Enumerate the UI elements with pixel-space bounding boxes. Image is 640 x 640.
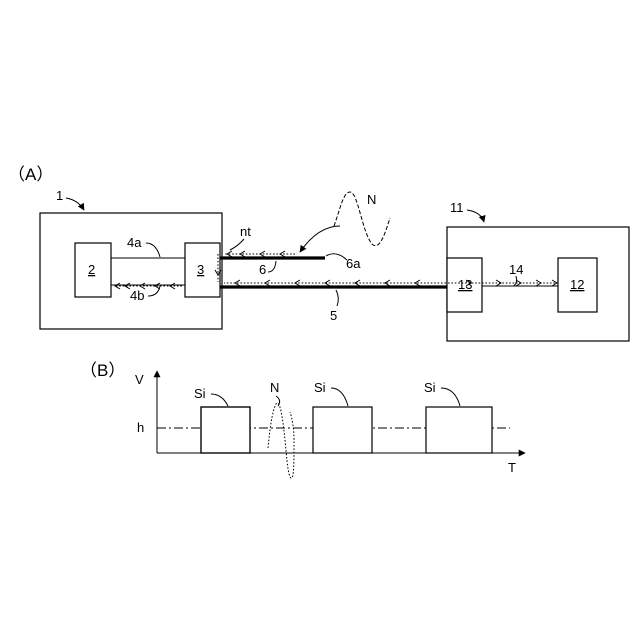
wire-6-label: 6 bbox=[259, 262, 266, 277]
pulse-1 bbox=[201, 407, 250, 453]
wire-4b-label: 4b bbox=[130, 288, 144, 303]
block-12-label: 12 bbox=[570, 277, 584, 292]
wire-4a-label: 4a bbox=[127, 235, 142, 250]
noise-label-b: N bbox=[270, 380, 279, 395]
pulse-1-leader bbox=[211, 394, 228, 406]
device-11-label: 11 bbox=[450, 200, 464, 215]
pulse-2-label: Si bbox=[314, 380, 326, 395]
panel-a-label: （A） bbox=[8, 165, 53, 184]
pulse-3-leader bbox=[441, 388, 460, 406]
block-13-label: 13 bbox=[458, 277, 472, 292]
pulse-3 bbox=[426, 407, 492, 453]
threshold-label: h bbox=[137, 420, 144, 435]
device-1-leader bbox=[66, 198, 84, 210]
end-6a-leader bbox=[326, 254, 347, 260]
block-3-label: 3 bbox=[197, 262, 204, 277]
block-2-label: 2 bbox=[88, 262, 95, 277]
end-6a-label: 6a bbox=[346, 256, 361, 271]
noise-path-5-arrows bbox=[235, 280, 420, 286]
nt-label: nt bbox=[240, 224, 251, 239]
device-11-leader bbox=[467, 210, 484, 222]
pulse-3-label: Si bbox=[424, 380, 436, 395]
cable-5-label: 5 bbox=[330, 308, 337, 323]
wire-14-label: 14 bbox=[509, 262, 523, 277]
panel-b-label: （B） bbox=[80, 361, 125, 380]
v-axis-label: V bbox=[135, 372, 144, 387]
device-1-label: 1 bbox=[56, 188, 63, 203]
wire-6-leader bbox=[268, 261, 276, 272]
noise-wave-b bbox=[268, 403, 294, 478]
nt-leader bbox=[230, 239, 244, 250]
pulse-1-label: Si bbox=[194, 386, 206, 401]
cable-5-leader bbox=[336, 290, 338, 306]
noise-arrow-a bbox=[300, 226, 340, 252]
noise-wave-a bbox=[334, 192, 390, 246]
pulse-2-leader bbox=[331, 388, 348, 406]
t-axis-label: T bbox=[508, 460, 516, 475]
noise-label-a: N bbox=[367, 192, 376, 207]
pulse-2 bbox=[313, 407, 372, 453]
